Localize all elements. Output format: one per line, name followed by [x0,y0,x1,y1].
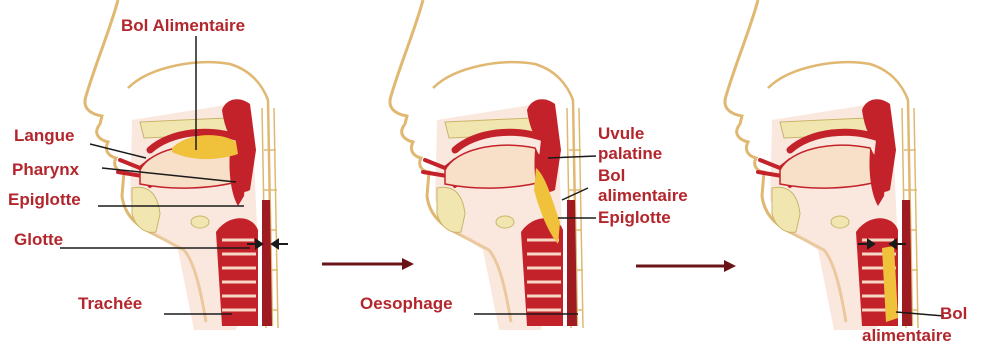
panel3-drawing [725,0,918,330]
label-oesophage: Oesophage [360,294,453,313]
label-bol-line2-p2: alimentaire [598,186,688,205]
label-epiglotte: Epiglotte [8,190,81,209]
panel1-drawing [85,0,288,330]
label-epiglotte-p2: Epiglotte [598,208,671,227]
transition-arrow-2 [636,260,736,272]
label-pharynx: Pharynx [12,160,79,179]
label-bol-line1-p3: Bol [940,304,967,323]
label-bol-alimentaire: Bol Alimentaire [121,16,245,35]
transition-arrow-1 [322,258,414,270]
label-langue: Langue [14,126,74,145]
label-uvule-line1: Uvule [598,124,644,143]
panel2-drawing [390,0,583,330]
label-trachee: Trachée [78,294,142,313]
label-bol-line2-p3: alimentaire [862,326,952,345]
label-bol-line1-p2: Bol [598,166,625,185]
label-uvule-line2: palatine [598,144,662,163]
label-glotte: Glotte [14,230,63,249]
